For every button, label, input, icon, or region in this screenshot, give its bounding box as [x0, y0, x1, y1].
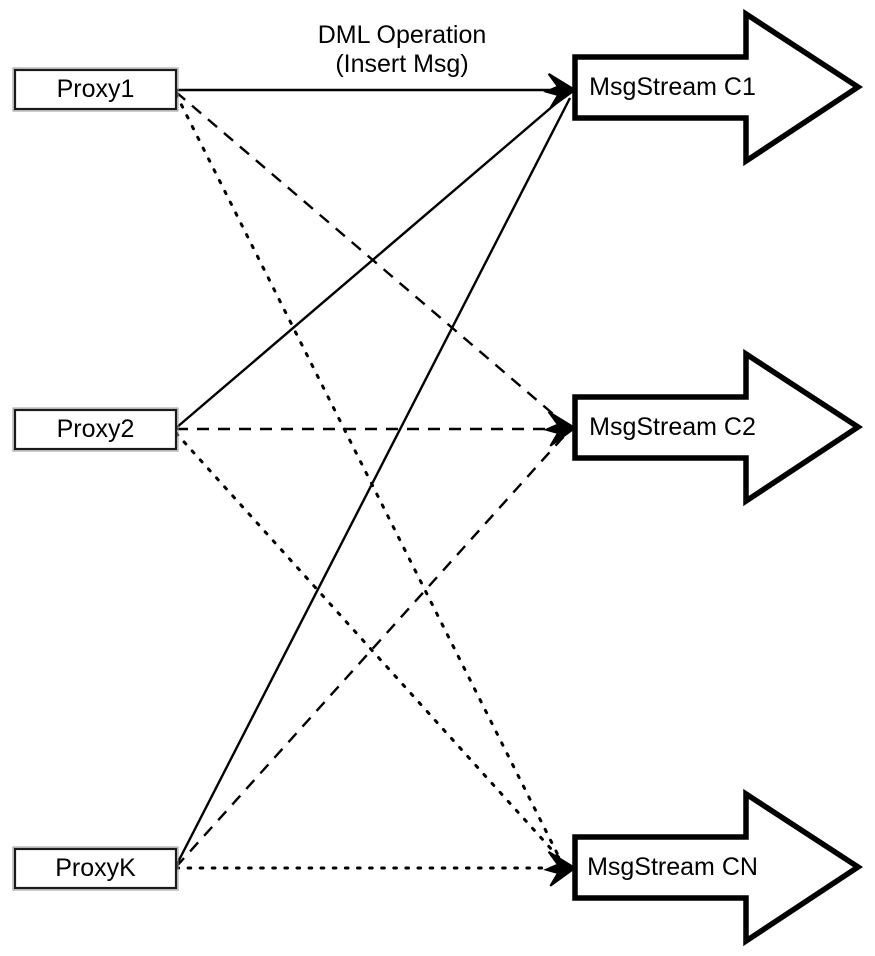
proxy-box-outline: [12, 67, 179, 112]
msgstream-node-3[interactable]: MsgStream CN: [572, 788, 864, 947]
dml-operation-caption-line1: DML Operation: [318, 21, 487, 49]
link-proxy1-stream3: [174, 92, 564, 865]
proxy-label: Proxy1: [57, 75, 135, 103]
arrowhead-stream1: [543, 72, 577, 109]
link-proxy2-stream1: [175, 93, 568, 429]
msgstream-arrow-shape[interactable]: [572, 788, 864, 947]
msgstream-arrow-shape[interactable]: [572, 348, 864, 507]
msgstream-label: MsgStream C1: [589, 73, 756, 101]
link-proxy2-stream3: [174, 431, 564, 863]
proxy-box-rect[interactable]: [13, 68, 178, 111]
proxy-node-proxy2[interactable]: Proxy2: [12, 407, 179, 452]
proxy-node-proxy1[interactable]: Proxy1: [12, 67, 179, 112]
proxy-box-outline: [12, 407, 179, 452]
proxy-box-rect[interactable]: [13, 408, 178, 451]
proxy-box-rect[interactable]: [13, 847, 178, 890]
arrowheads-layer: [543, 72, 577, 887]
links-layer: [174, 88, 572, 870]
proxy-node-proxyk[interactable]: ProxyK: [12, 846, 179, 891]
proxy-box-outline: [12, 846, 179, 891]
stream-nodes-layer: MsgStream C1 MsgStream C2 MsgStream CN: [572, 8, 864, 947]
msgstream-label: MsgStream C2: [589, 413, 756, 441]
edge-caption-group: DML Operation (Insert Msg): [318, 21, 487, 78]
arrowhead-stream3: [543, 850, 577, 887]
dml-operation-caption-line2: (Insert Msg): [335, 50, 468, 78]
arrowhead-stream2: [543, 410, 577, 447]
proxy-label: Proxy2: [57, 415, 135, 443]
link-proxy1-stream2: [175, 91, 567, 426]
link-proxyk-stream2: [175, 433, 567, 868]
msgstream-node-2[interactable]: MsgStream C2: [572, 348, 864, 507]
link-proxyk-stream1: [174, 97, 572, 867]
proxy-label: ProxyK: [55, 854, 136, 882]
msgstream-node-1[interactable]: MsgStream C1: [572, 8, 864, 167]
msgstream-label: MsgStream CN: [587, 853, 758, 881]
msgstream-arrow-shape[interactable]: [572, 8, 864, 167]
